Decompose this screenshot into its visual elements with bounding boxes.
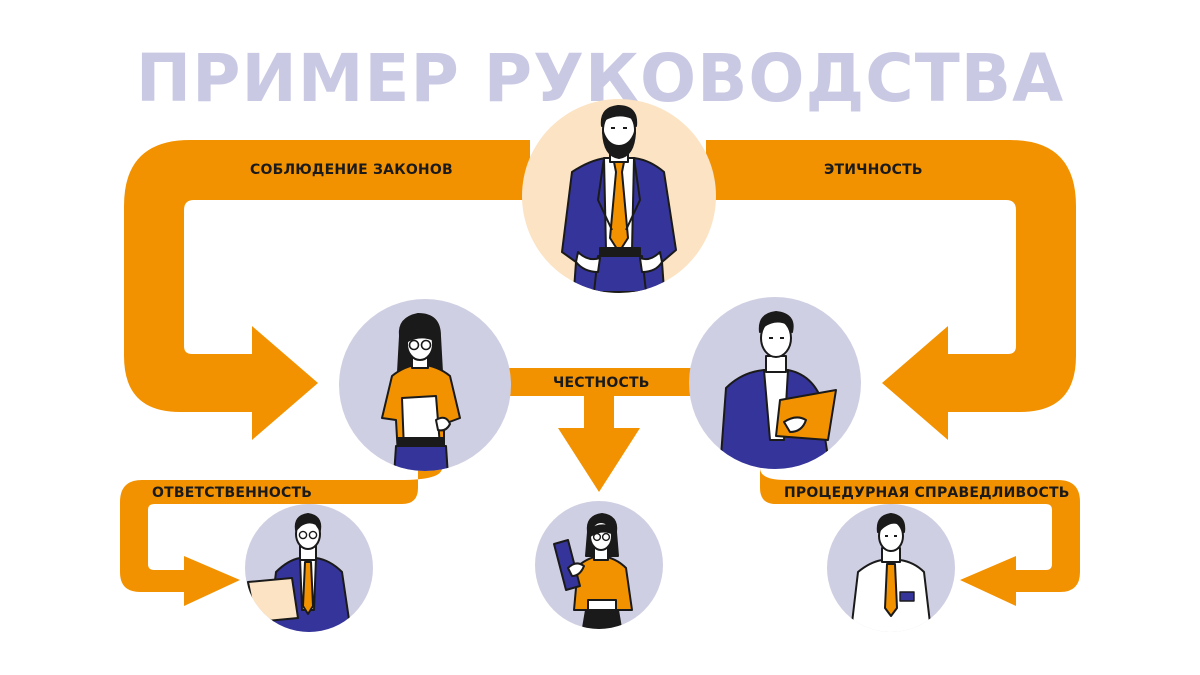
label-ethics: ЭТИЧНОСТЬ [824, 162, 923, 178]
label-procedural: ПРОЦЕДУРНАЯ СПРАВЕДЛИВОСТЬ [784, 485, 1070, 501]
woman-clipboard-figure [381, 313, 461, 471]
label-responsibility: ОТВЕТСТВЕННОСТЬ [152, 485, 313, 501]
label-law: СОБЛЮДЕНИЕ ЗАКОНОВ [250, 162, 453, 178]
arrow-honesty-down [558, 396, 640, 492]
man-folder-figure [719, 311, 837, 469]
arrow-responsibility [120, 468, 442, 606]
arrow-law [124, 140, 530, 440]
label-honesty: ЧЕСТНОСТЬ [553, 375, 650, 391]
woman-tablet-figure [553, 513, 633, 629]
arrow-honesty-bar [505, 368, 701, 396]
leader-figure [561, 105, 677, 293]
arrow-ethics [706, 140, 1076, 440]
arrow-procedural [760, 468, 1080, 606]
man-badge-figure [849, 513, 933, 632]
